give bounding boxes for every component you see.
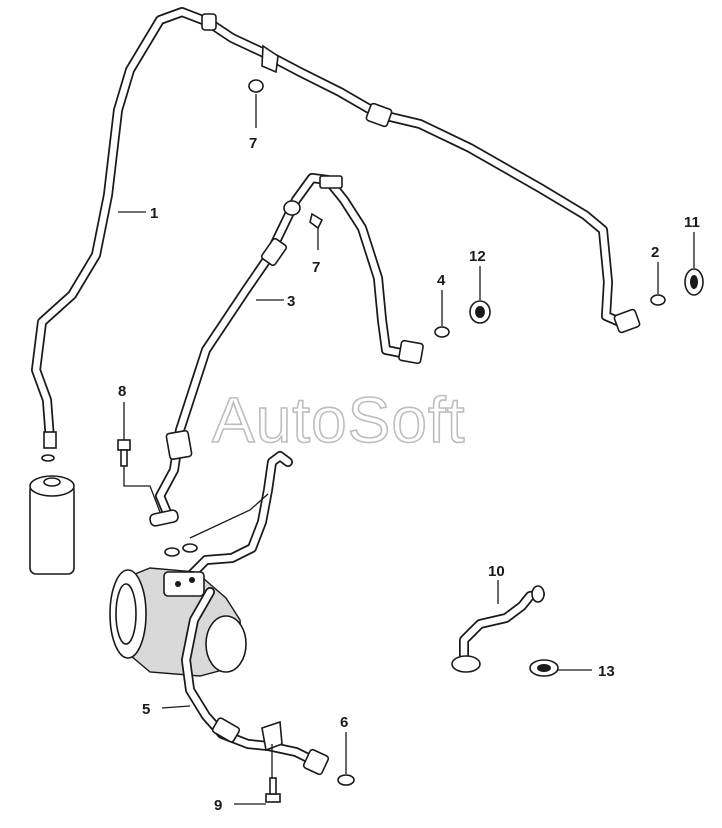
callout-7-upper: 7: [249, 135, 257, 152]
callout-4: 4: [437, 272, 446, 289]
compressor-o-ring-2: [182, 543, 198, 553]
seal-12: [469, 300, 491, 324]
callout-7-lower: 7: [312, 259, 320, 276]
hose-5-end-nut: [302, 748, 330, 776]
callout-labels: 1 2 3 4 5 6 7 7 8 9 10 11 12 13: [118, 135, 700, 814]
hose-3-block: [149, 509, 179, 527]
hose-1-end-nut: [613, 308, 641, 334]
compressor-o-ring-1: [164, 547, 180, 557]
o-ring-4: [434, 326, 450, 338]
drier-o-ring: [41, 454, 55, 462]
hose-1-joint: [201, 13, 217, 31]
hose-10: [451, 585, 545, 673]
hose-1-bracket: [261, 44, 279, 74]
callout-9: 9: [214, 797, 222, 814]
callout-13: 13: [598, 663, 615, 680]
hose-1-drier-end: [43, 431, 57, 449]
hose-3-lower-ferrule: [165, 429, 193, 461]
bolt-8: [117, 439, 131, 467]
discharge-pipe: [183, 451, 293, 583]
watermark: AutoSoft: [212, 384, 466, 456]
hose-3-bracket: [319, 175, 343, 189]
hose-1-union-nut: [365, 102, 393, 128]
callout-12: 12: [469, 248, 486, 265]
callout-10: 10: [488, 563, 505, 580]
hose-3-ferrule: [260, 237, 288, 267]
receiver-drier: [29, 454, 75, 575]
hose-1: [31, 7, 641, 449]
callout-1: 1: [150, 205, 158, 222]
seal-13: [529, 659, 559, 677]
seal-11: [684, 268, 704, 296]
o-ring-2: [650, 294, 666, 306]
hose-5-ferrule: [211, 717, 241, 743]
callout-11: 11: [684, 214, 700, 231]
callout-2: 2: [651, 244, 659, 261]
bolt-9: [265, 777, 281, 803]
nut-7-lower: [309, 212, 324, 230]
callout-3: 3: [287, 293, 295, 310]
hose-5-bracket: [261, 720, 283, 752]
compressor: [109, 543, 247, 677]
callout-5: 5: [142, 701, 150, 718]
hose-3-cap: [283, 200, 301, 216]
callout-8: 8: [118, 383, 126, 400]
callout-6: 6: [340, 714, 348, 731]
leader-lines: [118, 94, 695, 805]
hose-3-end-nut: [398, 339, 424, 365]
hose-3: [149, 173, 424, 527]
nut-7-upper: [248, 79, 264, 93]
o-ring-6: [337, 774, 355, 786]
hose-5: [181, 587, 330, 776]
